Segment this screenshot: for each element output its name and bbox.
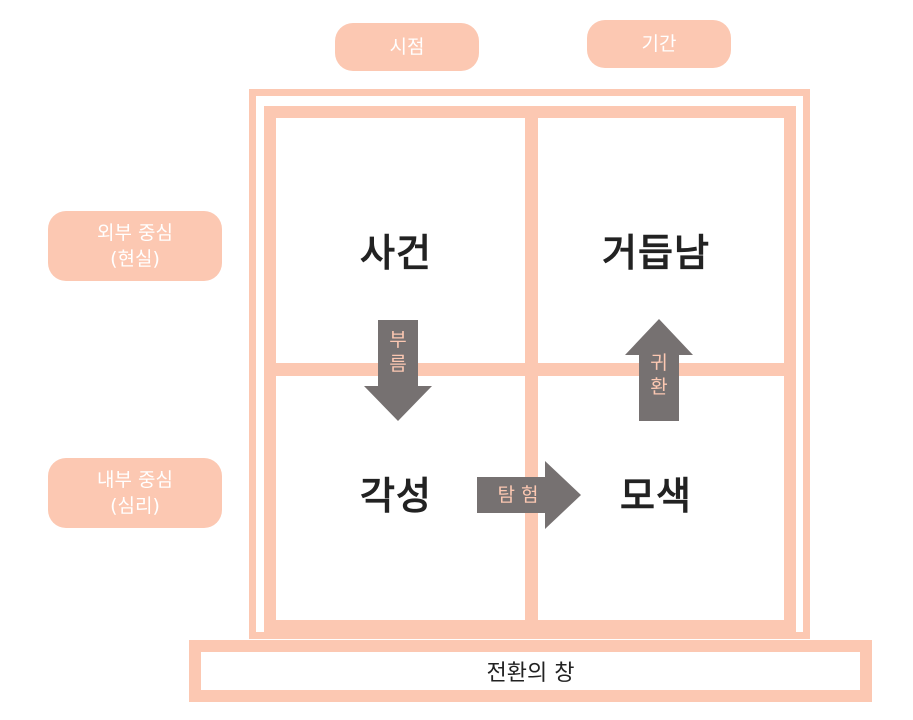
quadrant-rebirth: 거듭남 — [602, 231, 710, 275]
call-arrow-char2: 름 — [389, 353, 407, 375]
internal-focus-label: 내부 중심 (심리) — [48, 458, 222, 528]
quadrant-search: 모색 — [620, 474, 692, 518]
return-arrow-char2: 환 — [650, 376, 668, 398]
external-focus-line2: (현실) — [110, 248, 160, 270]
exploration-arrow-label: 탐 험 — [497, 484, 539, 506]
internal-focus-line2: (심리) — [110, 495, 160, 517]
duration-label: 기간 — [587, 20, 731, 68]
exploration-arrow — [477, 461, 581, 529]
call-arrow-label: 부 름 — [378, 328, 418, 376]
quadrant-awakening: 각성 — [360, 474, 432, 518]
time-point-label: 시점 — [335, 23, 479, 71]
external-focus-line1: 외부 중심 — [97, 222, 173, 244]
call-arrow-char1: 부 — [389, 329, 407, 351]
time-point-text: 시점 — [389, 36, 425, 58]
return-arrow-label: 귀 환 — [639, 351, 679, 399]
return-arrow-char1: 귀 — [650, 352, 668, 374]
return-arrow — [625, 319, 693, 421]
window-sill-label: 전환의 창 — [486, 661, 575, 686]
external-focus-label: 외부 중심 (현실) — [48, 211, 222, 281]
window-horizontal-divider — [276, 363, 784, 376]
duration-text: 기간 — [641, 33, 677, 55]
quadrant-incident: 사건 — [360, 231, 432, 275]
window-sill: 전환의 창 — [189, 640, 872, 702]
internal-focus-line1: 내부 중심 — [97, 469, 173, 491]
call-arrow — [364, 320, 432, 421]
